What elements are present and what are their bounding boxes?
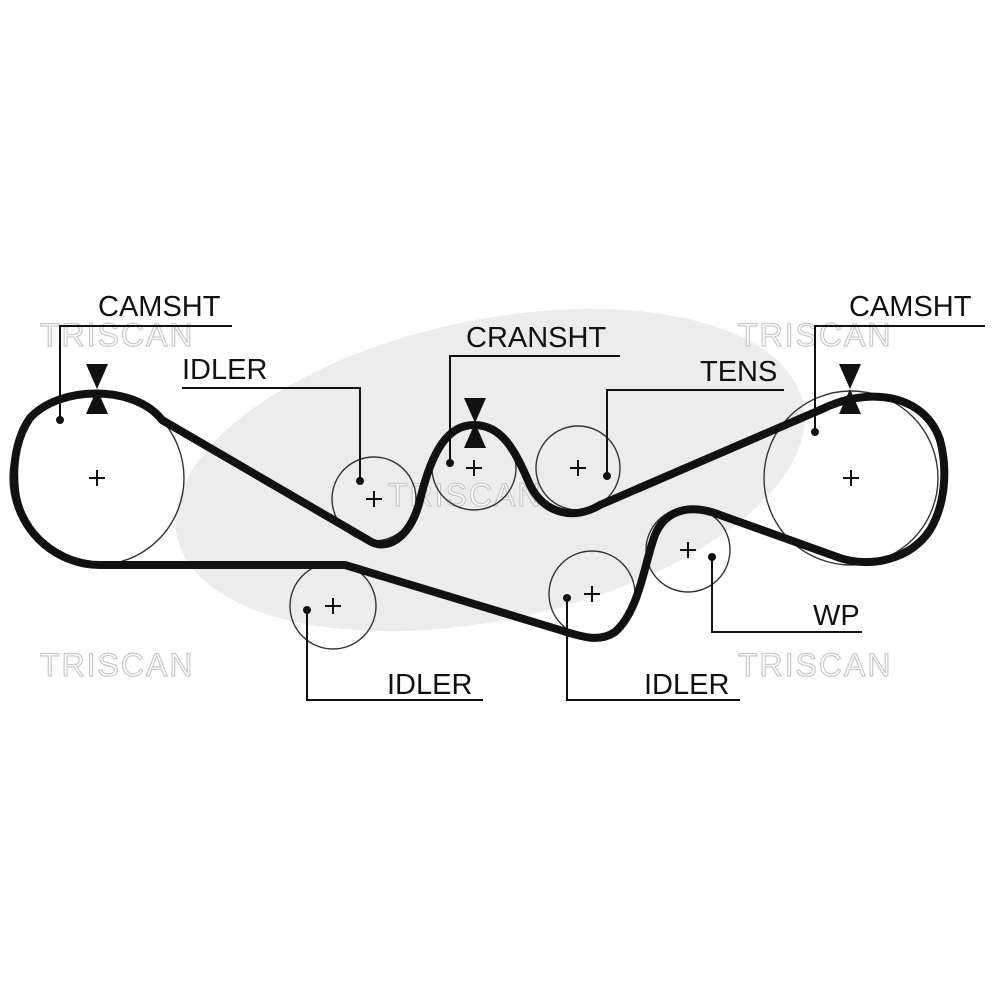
center-mark: [466, 460, 482, 476]
label-camsht-right: CAMSHT: [849, 291, 972, 323]
leader-tens: [606, 389, 784, 476]
center-mark: [89, 470, 105, 486]
camshaft-right-pulley: [763, 390, 939, 566]
center-mark: [570, 460, 586, 476]
leader-lines: [59, 325, 985, 701]
leader-dot: [708, 553, 716, 561]
center-mark: [325, 598, 341, 614]
timing-mark-right: [839, 364, 861, 414]
label-wp: WP: [813, 600, 860, 632]
timing-belt: [10, 389, 949, 642]
center-mark: [680, 542, 696, 558]
leader-idler-bottom-right: [566, 598, 740, 701]
pulley-centers: [89, 460, 859, 614]
timing-mark-crank: [464, 398, 486, 448]
leader-dot: [563, 594, 571, 602]
component-labels: CAMSHT IDLER CRANSHT TENS CAMSHT IDLER I…: [98, 291, 972, 701]
leader-dot: [303, 606, 311, 614]
leader-idler-top: [182, 387, 361, 481]
center-mark: [584, 586, 600, 602]
center-mark: [843, 470, 859, 486]
watermark-bottom-left: TRISCAN: [40, 647, 194, 683]
leader-cransht: [449, 355, 620, 463]
label-cransht: CRANSHT: [466, 322, 606, 354]
leader-dot: [446, 459, 454, 467]
leader-wp: [711, 557, 862, 633]
leader-dot: [603, 472, 611, 480]
leader-idler-bottom-left: [306, 610, 483, 701]
timing-mark-left: [86, 364, 108, 414]
label-idler-top: IDLER: [182, 354, 267, 386]
leader-camsht-left: [59, 325, 232, 420]
watermark-bottom-right: TRISCAN: [738, 647, 892, 683]
label-camsht-left: CAMSHT: [98, 291, 221, 323]
label-tens: TENS: [700, 356, 777, 388]
watermark-top-left: TRISCAN: [40, 317, 194, 353]
label-idler-bottom-left: IDLER: [387, 669, 472, 701]
center-mark: [366, 491, 382, 507]
timing-marks: [86, 364, 861, 448]
leader-dots: [56, 416, 819, 614]
watermark-center: TRISCAN: [388, 477, 542, 513]
leader-camsht-right: [814, 325, 985, 432]
leader-dot: [811, 428, 819, 436]
label-idler-bottom-right: IDLER: [644, 669, 729, 701]
leader-dot: [356, 477, 364, 485]
leader-dot: [56, 416, 64, 424]
